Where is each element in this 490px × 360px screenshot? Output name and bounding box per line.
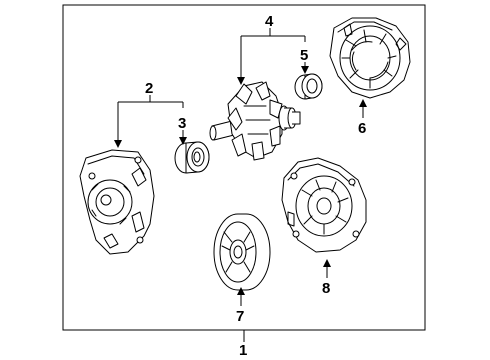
- callout-2-number: 2: [145, 80, 153, 97]
- rear-housing-part[interactable]: [79, 149, 155, 255]
- front-housing-part[interactable]: [281, 157, 367, 253]
- rear-cover-part[interactable]: [329, 17, 411, 99]
- callout-1-number: 1: [239, 342, 247, 359]
- callout-5-number: 5: [300, 47, 308, 64]
- leader-5: [301, 62, 309, 74]
- rotor-part[interactable]: [209, 81, 301, 161]
- rear-bearing-part[interactable]: [174, 141, 210, 174]
- callout-7-number: 7: [236, 308, 244, 325]
- callout-4-number: 4: [265, 13, 274, 30]
- leader-4: [237, 28, 306, 85]
- drive-pulley-part[interactable]: [213, 213, 271, 291]
- leader-3: [179, 130, 187, 145]
- leader-8: [323, 259, 331, 278]
- callout-6-number: 6: [358, 120, 366, 137]
- callout-8-number: 8: [322, 280, 330, 297]
- callout-3-number: 3: [178, 115, 186, 132]
- leader-7: [237, 287, 245, 306]
- rotor-bearing-part[interactable]: [294, 73, 323, 100]
- leader-6: [359, 99, 367, 118]
- leader-2: [114, 95, 184, 148]
